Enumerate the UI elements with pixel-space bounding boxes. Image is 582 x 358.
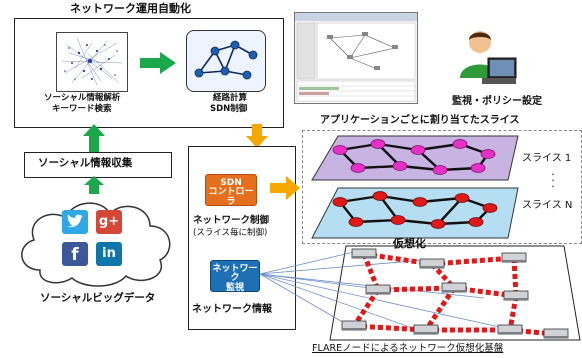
physical-network-diagram <box>259 245 581 341</box>
network-control-caption-line2: (スライス毎に制御) <box>193 228 268 238</box>
social-bigdata-label: ソーシャルビッグデータ <box>40 292 156 304</box>
social-graph-thumbnail <box>56 32 128 92</box>
network-monitor-line2: 監視 <box>225 282 244 293</box>
network-info-label: ネットワーク情報 <box>192 304 272 315</box>
route-caption-line1: 経路計算 <box>213 93 248 103</box>
googleplus-icon: g+ <box>96 210 122 234</box>
monitor-policy-label: 監視・ポリシー設定 <box>452 96 542 107</box>
orange-arrow-right-icon <box>270 176 300 200</box>
ellipsis-dots-icon: ··· <box>551 168 555 193</box>
slice-n-label: スライス N <box>522 200 573 211</box>
route-graph-thumbnail <box>186 30 266 92</box>
social-collect-box <box>24 152 172 178</box>
operator-avatar <box>452 28 518 90</box>
platform-caption: FLAREノードによるネットワーク仮想化基盤 <box>312 343 504 354</box>
sdn-controller-button[interactable]: SDN コントローラ <box>205 174 257 207</box>
green-arrow-up-icon <box>84 176 104 194</box>
network-monitor-line1: ネットワーク <box>212 264 258 284</box>
slice-1-label: スライス 1 <box>522 153 572 164</box>
green-arrow-up-icon <box>83 124 105 154</box>
automation-title: ネットワーク運用自動化 <box>70 2 191 15</box>
green-arrow-right-icon <box>140 52 176 74</box>
route-caption-line2: SDN制御 <box>210 104 248 114</box>
orange-arrow-down-icon <box>246 124 268 148</box>
virtualization-label: 仮想化 <box>393 237 426 250</box>
facebook-icon: f <box>62 242 88 266</box>
social-collect-label: ソーシャル情報収集 <box>38 157 133 169</box>
monitoring-screenshot <box>294 12 418 104</box>
slices-diagram <box>311 135 519 239</box>
network-monitor-button[interactable]: ネットワーク 監視 <box>210 260 260 293</box>
sdn-controller-line2: コントローラ <box>208 187 254 207</box>
analysis-caption-line2: キーワード検索 <box>52 104 112 114</box>
slices-caption: アプリケーションごとに割り当てたスライス <box>320 115 520 126</box>
twitter-icon <box>62 210 88 234</box>
sdn-controller-line1: SDN <box>220 178 242 188</box>
social-cloud-shape <box>21 202 171 287</box>
linkedin-icon: in <box>96 242 122 266</box>
analysis-caption-line1: ソーシャル情報解析 <box>44 93 121 103</box>
network-control-caption-line1: ネットワーク制御 <box>193 215 270 226</box>
